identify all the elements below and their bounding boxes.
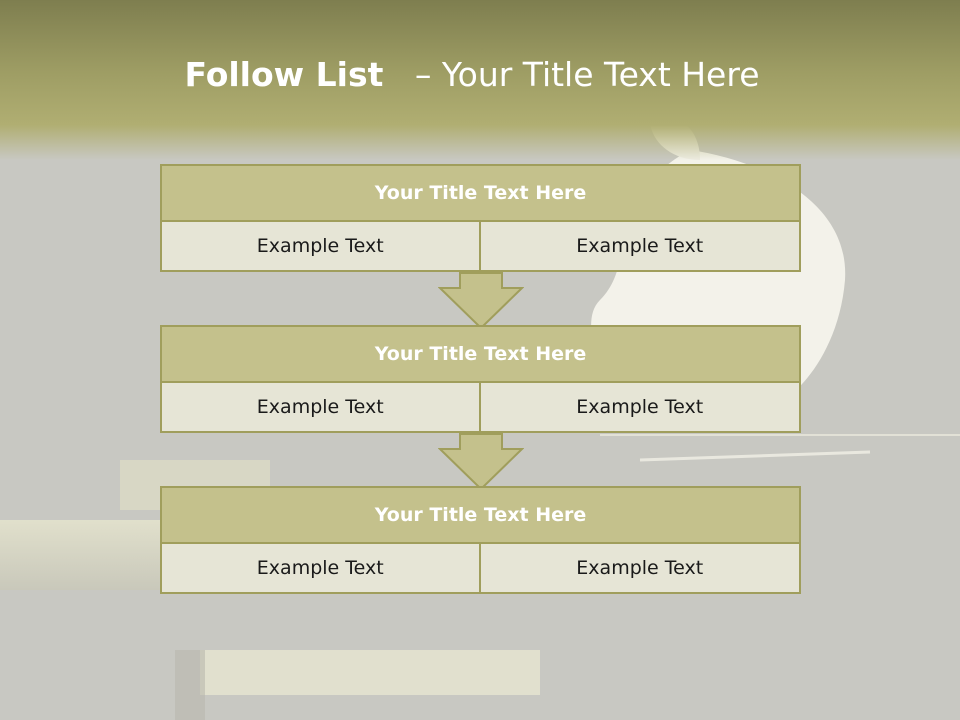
title-band bbox=[0, 0, 960, 160]
block-cell-right: Example Text bbox=[480, 383, 801, 433]
block-cell-right: Example Text bbox=[480, 544, 801, 594]
block-title: Your Title Text Here bbox=[160, 325, 801, 383]
block-cell-right: Example Text bbox=[480, 222, 801, 272]
slide-title-rest: – Your Title Text Here bbox=[414, 55, 760, 94]
block-cell-left: Example Text bbox=[160, 383, 481, 433]
block-title: Your Title Text Here bbox=[160, 164, 801, 222]
list-block-3: Your Title Text Here Example Text Exampl… bbox=[160, 486, 801, 594]
block-row: Example Text Example Text bbox=[160, 383, 801, 433]
list-block-1: Your Title Text Here Example Text Exampl… bbox=[160, 164, 801, 272]
block-row: Example Text Example Text bbox=[160, 544, 801, 594]
block-title: Your Title Text Here bbox=[160, 486, 801, 544]
block-row: Example Text Example Text bbox=[160, 222, 801, 272]
slide-title: Follow List – Your Title Text Here bbox=[0, 52, 944, 98]
block-cell-left: Example Text bbox=[160, 544, 481, 594]
down-arrow-icon bbox=[438, 433, 524, 491]
block-cell-left: Example Text bbox=[160, 222, 481, 272]
down-arrow-icon bbox=[438, 272, 524, 330]
list-block-2: Your Title Text Here Example Text Exampl… bbox=[160, 325, 801, 433]
slide-title-bold: Follow List bbox=[184, 55, 384, 94]
